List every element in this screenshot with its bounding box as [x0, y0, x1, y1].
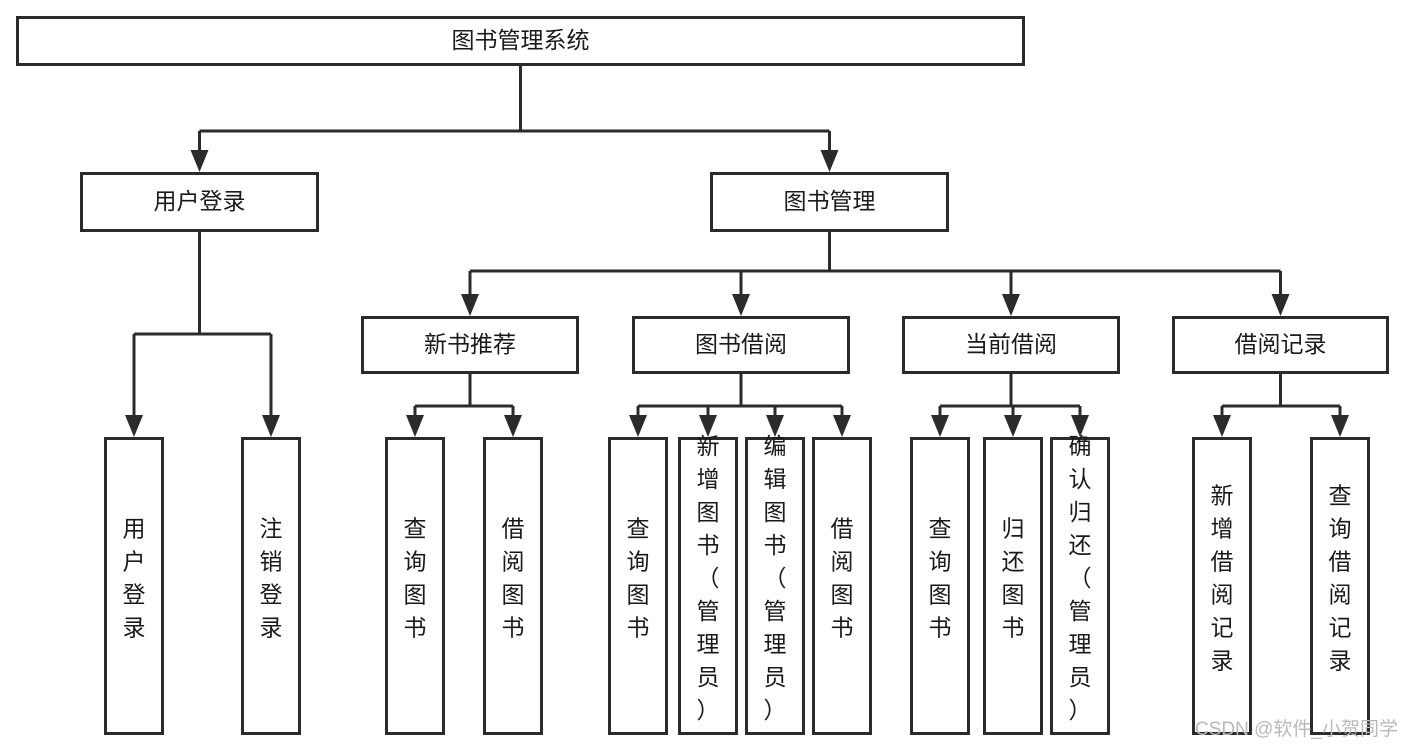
arrow-head-icon	[1004, 415, 1022, 437]
node-label: 图书管理	[784, 188, 876, 214]
arrow-head-icon	[1271, 294, 1290, 316]
node-label: 查询图书	[404, 516, 427, 641]
node-label: 查询图书	[627, 516, 650, 641]
node-label: 查询图书	[929, 516, 952, 641]
leaf-query-borrow-record[interactable]: 查询借阅记录	[1310, 437, 1370, 735]
arrow-head-icon	[504, 415, 522, 437]
node-label: 图书管理系统	[452, 27, 590, 53]
node-label: 确认归还（管理员）	[1069, 433, 1092, 723]
leaf-query-book-new[interactable]: 查询图书	[385, 437, 445, 735]
node-label: 借阅记录	[1235, 331, 1327, 357]
node-label: 归还图书	[1002, 516, 1025, 641]
node-user-login[interactable]: 用户登录	[80, 172, 319, 232]
arrow-head-icon	[833, 415, 851, 437]
arrow-head-icon	[766, 415, 784, 437]
leaf-user-logout[interactable]: 注销登录	[241, 437, 301, 735]
leaf-borrow-book-new[interactable]: 借阅图书	[483, 437, 543, 735]
arrow-head-icon	[1331, 415, 1349, 437]
leaf-user-login[interactable]: 用户登录	[104, 437, 164, 735]
node-book-borrow[interactable]: 图书借阅	[632, 316, 850, 374]
leaf-confirm-return-admin[interactable]: 确认归还（管理员）	[1050, 433, 1110, 735]
leaf-return-book[interactable]: 归还图书	[983, 437, 1043, 735]
node-label: 新增图书（管理员）	[697, 433, 720, 723]
arrow-head-icon	[1071, 415, 1089, 437]
node-current-borrow[interactable]: 当前借阅	[902, 316, 1120, 374]
node-label: 注销登录	[260, 516, 283, 641]
node-label: 用户登录	[154, 188, 246, 214]
node-label: 新书推荐	[424, 331, 516, 357]
node-new-book-recommend[interactable]: 新书推荐	[361, 316, 579, 374]
leaf-query-book-current[interactable]: 查询图书	[910, 437, 970, 735]
leaf-query-book-borrow[interactable]: 查询图书	[608, 437, 668, 735]
arrow-head-icon	[262, 415, 280, 437]
node-label: 用户登录	[123, 516, 146, 641]
arrow-head-icon	[1002, 294, 1020, 316]
node-label: 查询借阅记录	[1329, 483, 1352, 674]
node-label: 图书借阅	[695, 331, 787, 357]
leaf-add-book-admin[interactable]: 新增图书（管理员）	[678, 433, 738, 735]
arrow-head-icon	[629, 415, 647, 437]
node-label: 借阅图书	[831, 516, 854, 641]
connector-group	[125, 66, 1349, 437]
arrow-head-icon	[406, 415, 424, 437]
node-borrow-record[interactable]: 借阅记录	[1172, 316, 1389, 374]
node-label: 借阅图书	[502, 516, 525, 641]
arrow-head-icon	[461, 294, 479, 316]
arrow-head-icon	[125, 415, 143, 437]
node-label: 编辑图书（管理员）	[764, 433, 787, 723]
arrow-head-icon	[820, 150, 839, 172]
leaf-borrow-book[interactable]: 借阅图书	[812, 437, 872, 735]
arrow-head-icon	[931, 415, 949, 437]
csdn-watermark: CSDN @软件_小贺同学	[1195, 718, 1398, 740]
leaf-edit-book-admin[interactable]: 编辑图书（管理员）	[745, 433, 805, 735]
arrow-head-icon	[699, 415, 717, 437]
node-label: 当前借阅	[965, 331, 1057, 357]
arrow-head-icon	[1213, 415, 1231, 437]
arrow-head-icon	[190, 150, 209, 172]
leaf-add-borrow-record[interactable]: 新增借阅记录	[1192, 437, 1252, 735]
node-label: 新增借阅记录	[1211, 483, 1234, 674]
node-root-system[interactable]: 图书管理系统	[16, 16, 1025, 66]
node-group: 图书管理系统用户登录图书管理新书推荐图书借阅当前借阅借阅记录用户登录注销登录查询…	[16, 16, 1389, 735]
arrow-head-icon	[732, 294, 750, 316]
node-book-management[interactable]: 图书管理	[710, 172, 949, 232]
